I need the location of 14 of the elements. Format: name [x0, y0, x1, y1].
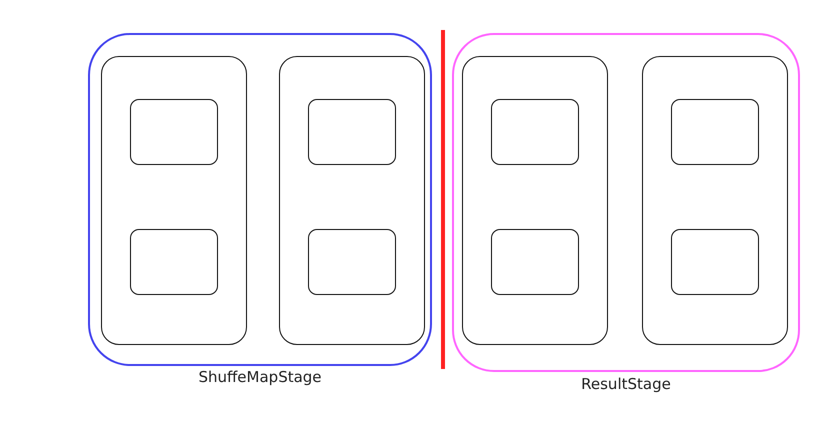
stage-label: ShuffeMapStage	[197, 368, 323, 386]
partition-box	[671, 99, 759, 165]
partition-box	[308, 229, 396, 295]
task-box	[279, 56, 425, 345]
partition-box	[130, 229, 218, 295]
partition-box	[308, 99, 396, 165]
task-box	[101, 56, 247, 345]
partition-box	[130, 99, 218, 165]
stage-label: ResultStage	[580, 375, 672, 393]
partition-box	[491, 229, 579, 295]
task-box	[462, 56, 608, 345]
task-box	[642, 56, 788, 345]
partition-box	[491, 99, 579, 165]
partition-box	[671, 229, 759, 295]
